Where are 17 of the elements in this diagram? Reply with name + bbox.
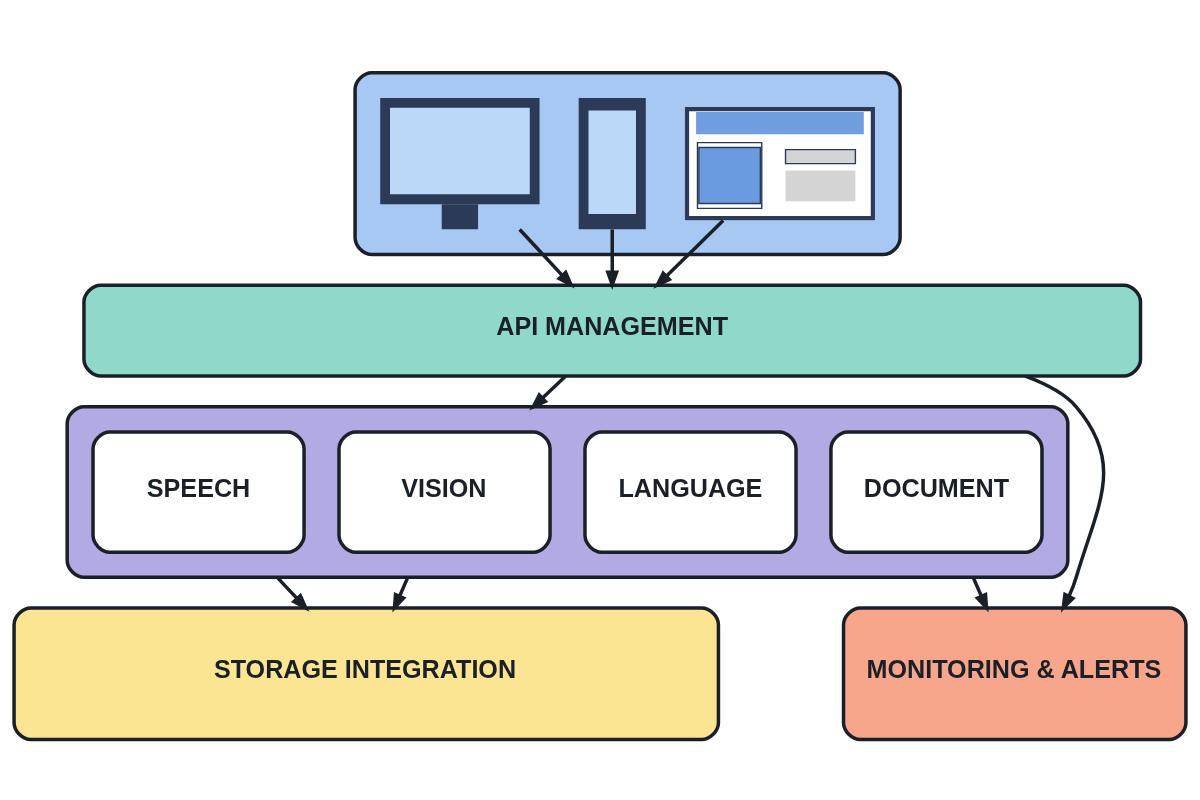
arrow — [653, 218, 725, 289]
arrow — [605, 228, 620, 290]
node-box: DOCUMENT — [829, 429, 1044, 554]
node-box: MONITORING & ALERTS — [841, 605, 1188, 741]
node-box: SPEECH — [91, 429, 306, 554]
node-box: LANGUAGE — [583, 429, 798, 554]
arrow — [971, 576, 989, 613]
node-box: API MANAGEMENT — [82, 282, 1143, 378]
cluster — [353, 70, 902, 256]
node-picture — [578, 97, 646, 229]
arrow — [518, 227, 575, 289]
arrow — [392, 576, 410, 613]
cluster — [65, 404, 1070, 579]
arrow — [529, 374, 567, 410]
node-box: VISION — [337, 429, 552, 554]
node-box: STORAGE INTEGRATION — [12, 605, 721, 741]
arrow — [1024, 374, 1106, 612]
